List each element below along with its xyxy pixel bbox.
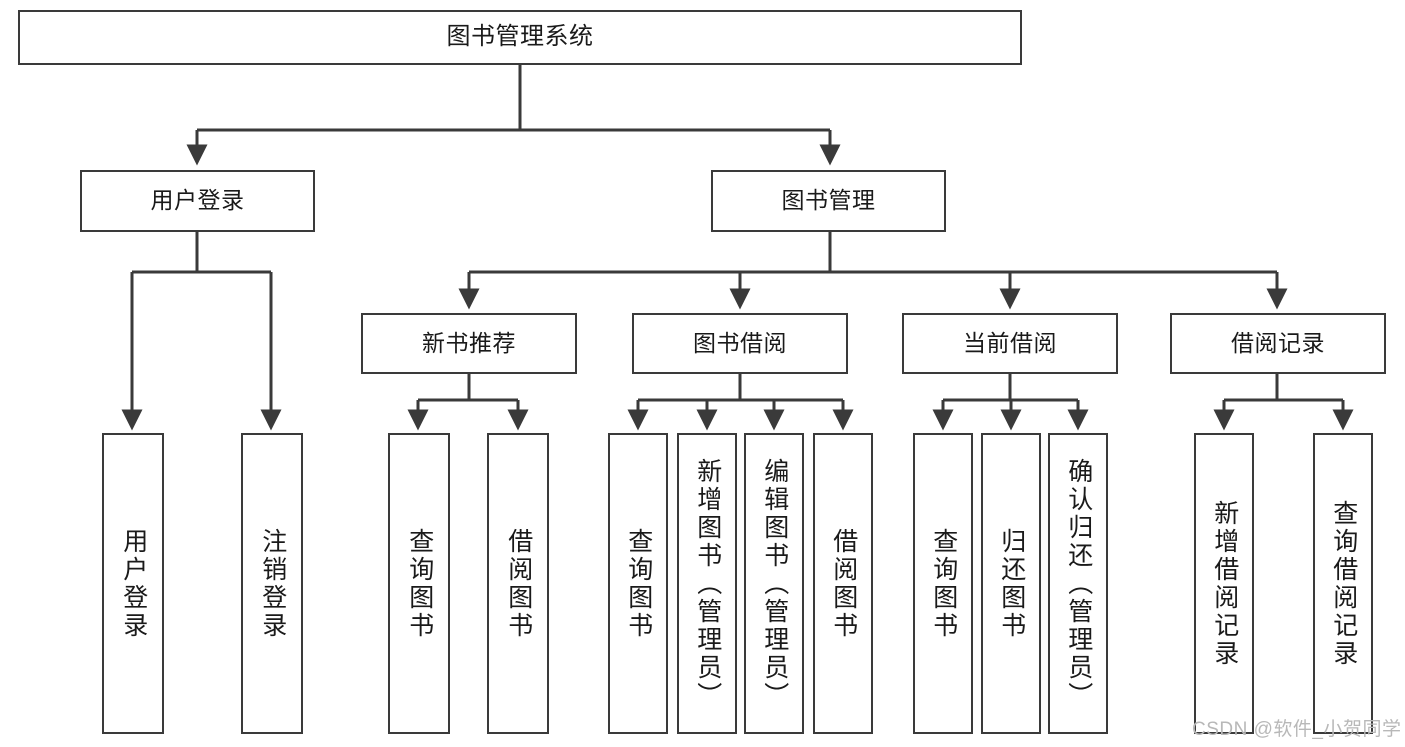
leaf-add-borrow-record[interactable]: 新增借阅记录 [1194, 433, 1254, 734]
node-user-login[interactable]: 用户登录 [80, 170, 315, 232]
node-book-borrow[interactable]: 图书借阅 [632, 313, 848, 374]
leaf-query-borrow-record-label: 查询借阅记录 [1329, 499, 1358, 668]
leaf-confirm-return-admin[interactable]: 确认归还（管理员） [1048, 433, 1108, 734]
leaf-edit-book-admin[interactable]: 编辑图书（管理员） [744, 433, 804, 734]
node-new-book-recommend[interactable]: 新书推荐 [361, 313, 577, 374]
leaf-query-book-borrow-label: 查询图书 [624, 527, 653, 640]
csdn-watermark: CSDN @软件_小贺同学 [1192, 719, 1402, 740]
leaf-user-login-label: 用户登录 [119, 527, 148, 640]
leaf-return-book[interactable]: 归还图书 [981, 433, 1041, 734]
leaf-query-borrow-record[interactable]: 查询借阅记录 [1313, 433, 1373, 734]
leaf-return-book-label: 归还图书 [997, 527, 1026, 640]
leaf-edit-book-admin-label: 编辑图书（管理员） [760, 457, 789, 710]
node-user-login-label: 用户登录 [150, 187, 245, 214]
leaf-query-book-borrow[interactable]: 查询图书 [608, 433, 668, 734]
leaf-borrow-book-borrow[interactable]: 借阅图书 [813, 433, 873, 734]
node-root-label: 图书管理系统 [446, 23, 594, 51]
node-book-management[interactable]: 图书管理 [711, 170, 946, 232]
node-root[interactable]: 图书管理系统 [18, 10, 1022, 65]
node-borrow-record-label: 借阅记录 [1231, 329, 1325, 356]
leaf-borrow-book-new-label: 借阅图书 [504, 527, 533, 640]
node-book-borrow-label: 图书借阅 [693, 329, 787, 356]
leaf-query-book-current[interactable]: 查询图书 [913, 433, 973, 734]
leaf-borrow-book-new[interactable]: 借阅图书 [487, 433, 549, 734]
node-borrow-record[interactable]: 借阅记录 [1170, 313, 1386, 374]
leaf-add-borrow-record-label: 新增借阅记录 [1210, 499, 1239, 668]
node-book-management-label: 图书管理 [781, 187, 876, 214]
leaf-borrow-book-borrow-label: 借阅图书 [829, 527, 858, 640]
node-current-borrow[interactable]: 当前借阅 [902, 313, 1118, 374]
leaf-add-book-admin[interactable]: 新增图书（管理员） [677, 433, 737, 734]
leaf-query-book-new[interactable]: 查询图书 [388, 433, 450, 734]
leaf-user-logout-label: 注销登录 [258, 527, 287, 640]
node-current-borrow-label: 当前借阅 [963, 329, 1057, 356]
leaf-query-book-current-label: 查询图书 [929, 527, 958, 640]
leaf-user-logout[interactable]: 注销登录 [241, 433, 303, 734]
leaf-query-book-new-label: 查询图书 [405, 527, 434, 640]
node-new-book-recommend-label: 新书推荐 [422, 329, 516, 356]
leaf-confirm-return-admin-label: 确认归还（管理员） [1064, 457, 1093, 710]
leaf-add-book-admin-label: 新增图书（管理员） [693, 457, 722, 710]
leaf-user-login[interactable]: 用户登录 [102, 433, 164, 734]
